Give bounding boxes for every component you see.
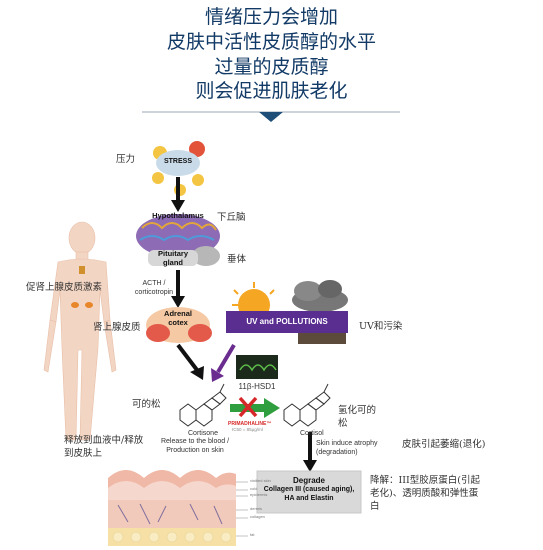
cortisol-structure xyxy=(283,383,331,427)
title-line-1: 情绪压力会增加 xyxy=(204,6,338,28)
release-label-en: Release to the blood / Production on ski… xyxy=(160,438,230,454)
inhibition-x-icon xyxy=(238,396,258,418)
inhibitor-ic50: IC50 = 85μg/ml xyxy=(232,427,263,432)
adrenal-gland-mark xyxy=(71,266,93,308)
skin-layer-label: cold xyxy=(250,486,258,491)
skin-cross-section xyxy=(108,470,248,546)
cortisol-label-en: Cortisol xyxy=(300,430,324,437)
release-label-cn: 释放到血液中/释放到皮肤上 xyxy=(64,435,144,459)
degrade-label-cn: 降解：III型胶原蛋白(引起老化)、透明质酸和弹性蛋白 xyxy=(370,475,480,512)
acth-label-en: ACTH / corticotropin xyxy=(134,280,174,296)
degrade-box xyxy=(256,470,362,514)
hypothalamus-label-en: Hypothalamus xyxy=(152,211,204,220)
skin-layer-label: epidermis xyxy=(250,492,268,497)
stress-label-en: STRESS xyxy=(163,158,192,165)
uv-label-en: UV and POLLUTIONS xyxy=(246,317,328,326)
acth-label-cn: 促肾上腺皮质激素 xyxy=(26,282,103,293)
adrenal-label-en: Adrenal cotex xyxy=(164,309,192,327)
stress-label-cn: 压力 xyxy=(116,154,136,165)
skin-layer-label: dermis xyxy=(250,506,263,511)
inhibitor-label: PRIMADHALINE™ xyxy=(228,421,272,427)
degrade-body: Collagen III (caused aging), HA and Elas… xyxy=(263,486,355,502)
skin-layer-label: vinitied skin xyxy=(250,478,271,483)
skin-layer-label: collagen xyxy=(250,514,265,519)
degrade-title: Degrade xyxy=(292,476,325,485)
atrophy-label-cn: 皮肤引起萎缩(退化) xyxy=(402,439,486,450)
pituitary-label-en: Pituitary gland xyxy=(157,249,188,267)
uv-label-cn: UV和污染 xyxy=(359,321,403,332)
title-line-2: 皮肤中活性皮质醇的水平 xyxy=(166,31,376,53)
title-line-3: 过量的皮质醇 xyxy=(214,56,329,78)
cortisol-label-cn: 氢化可的松 xyxy=(338,405,377,429)
down-triangle-icon xyxy=(259,112,283,122)
human-body-figure xyxy=(43,221,117,441)
uv-effect-arrow xyxy=(211,343,236,382)
title-line-4: 则会促进肌肤老化 xyxy=(195,80,348,102)
enzyme-label: 11β-HSD1 xyxy=(238,382,276,391)
adrenal-label-cn: 肾上腺皮质 xyxy=(93,322,141,333)
brain-illustration xyxy=(136,214,220,266)
skin-layer-label: fat xyxy=(250,532,255,537)
hypothalamus-label-cn: 下丘脑 xyxy=(217,212,246,223)
atrophy-label-en: Skin induce atrophy (degradation) xyxy=(316,440,378,456)
cortisone-structure xyxy=(179,383,227,427)
flow-arrows-black xyxy=(171,177,317,472)
cortisone-label-en: Cortisone xyxy=(188,430,218,437)
pituitary-label-cn: 垂体 xyxy=(227,254,247,265)
uv-banner xyxy=(226,311,348,333)
cortisone-label-cn: 可的松 xyxy=(132,399,161,410)
adrenal-cortex-illustration xyxy=(146,307,212,343)
